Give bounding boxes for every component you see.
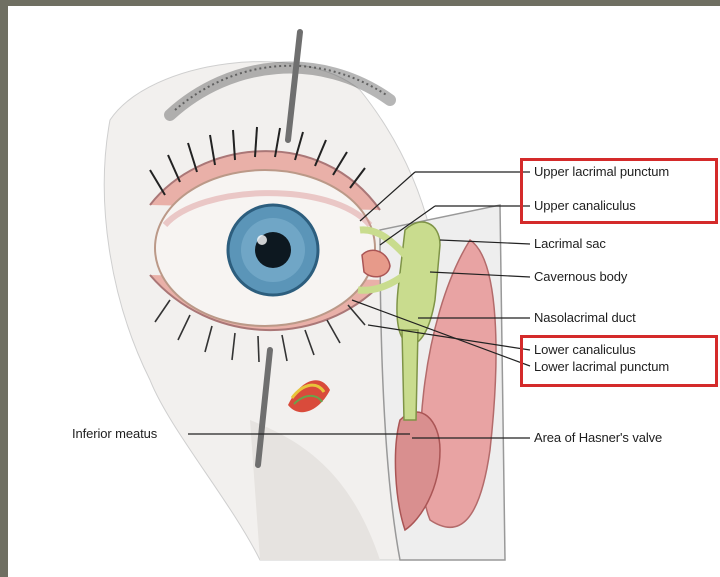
- label-lacrimal-sac: Lacrimal sac: [534, 236, 606, 251]
- nasolacrimal-duct: [402, 330, 418, 420]
- label-area-of-hasners-valve: Area of Hasner's valve: [534, 430, 662, 445]
- label-inferior-meatus: Inferior meatus: [72, 426, 157, 441]
- label-nasolacrimal-duct: Nasolacrimal duct: [534, 310, 636, 325]
- label-lower-lacrimal-punctum: Lower lacrimal punctum: [534, 359, 669, 374]
- label-upper-lacrimal-punctum: Upper lacrimal punctum: [534, 164, 669, 179]
- label-cavernous-body: Cavernous body: [534, 269, 627, 284]
- label-lower-canaliculus: Lower canaliculus: [534, 342, 636, 357]
- label-upper-canaliculus: Upper canaliculus: [534, 198, 636, 213]
